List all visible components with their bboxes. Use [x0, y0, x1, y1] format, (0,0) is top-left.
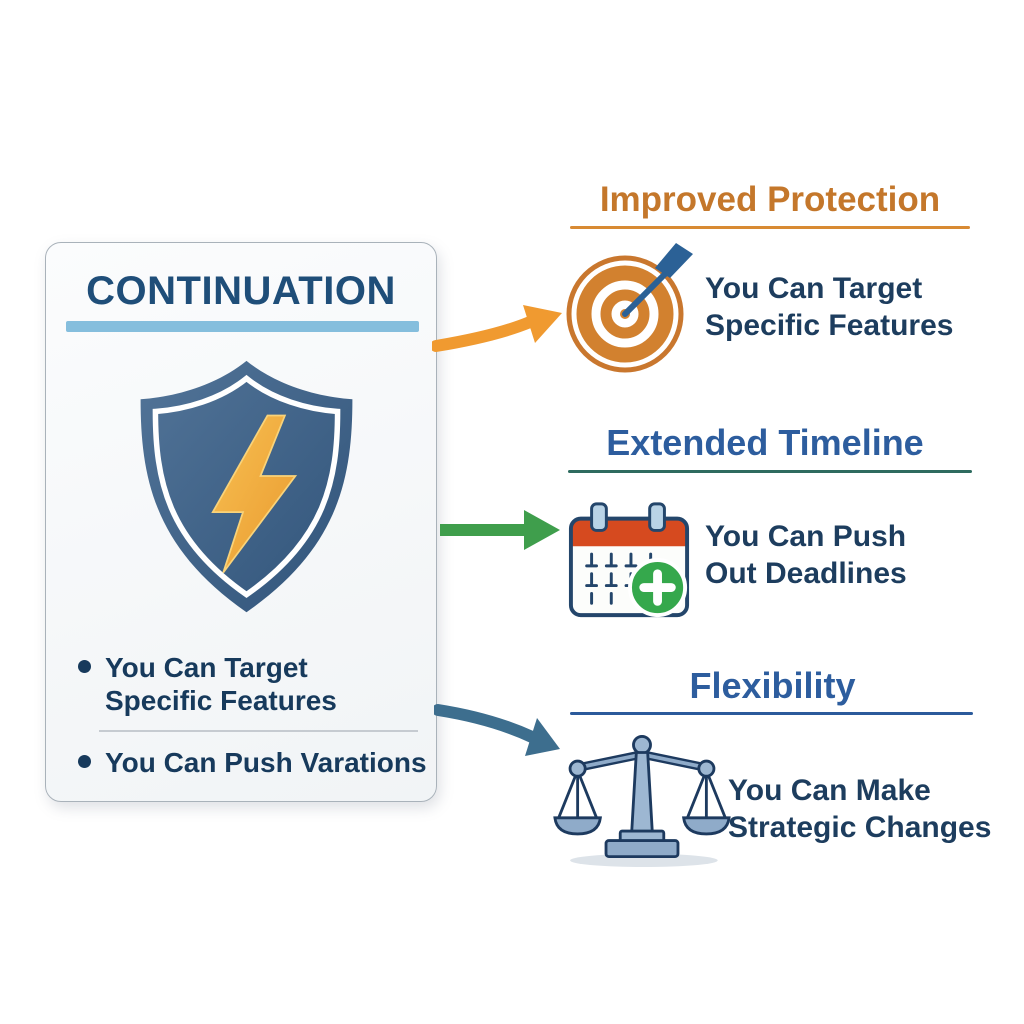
bullet-divider — [99, 730, 418, 732]
section-text: You Can Target Specific Features — [705, 270, 953, 344]
calendar-plus-icon — [568, 502, 690, 618]
card-title: CONTINUATION — [86, 269, 396, 313]
target-icon — [566, 243, 693, 373]
section-underline — [570, 226, 970, 229]
section-text-line: Out Deadlines — [705, 557, 907, 590]
continuation-card: CONTINUATION You Can Target Speci — [45, 242, 437, 802]
section-text-line: You Can Push — [705, 520, 907, 553]
section-title-flexibility: Flexibility — [689, 665, 856, 706]
balance-scales-icon — [553, 734, 731, 868]
section-text-line: Strategic Changes — [728, 811, 992, 844]
bullet-dot — [78, 755, 91, 768]
section-text-line: Specific Features — [705, 309, 954, 342]
section-title-improved-protection: Improved Protection — [599, 180, 941, 219]
bullet-text-line: You Can Target — [105, 652, 308, 683]
shield-lightning-icon — [140, 360, 353, 613]
section-text-line: You Can Target — [705, 272, 923, 305]
section-underline — [568, 470, 972, 473]
section-text: You Can Make Strategic Changes — [728, 772, 991, 846]
arrow-to-improved-protection-icon — [432, 305, 562, 352]
arrow-to-flexibility-icon — [434, 704, 560, 756]
bullet-dot — [78, 660, 91, 673]
bullet-text-line: Specific Features — [105, 685, 337, 716]
bullet-text-line: You Can Push Varations — [105, 747, 427, 778]
section-text-line: You Can Make — [728, 774, 931, 807]
bullet-item: You Can Push Varations — [78, 746, 427, 779]
arrow-to-extended-timeline-icon — [440, 510, 560, 550]
section-text: You Can Push Out Deadlines — [705, 518, 907, 592]
section-title-extended-timeline: Extended Timeline — [606, 422, 924, 463]
bullet-item: You Can Target Specific Features — [78, 651, 337, 717]
title-underline-bar — [66, 321, 419, 332]
section-underline — [570, 712, 973, 715]
